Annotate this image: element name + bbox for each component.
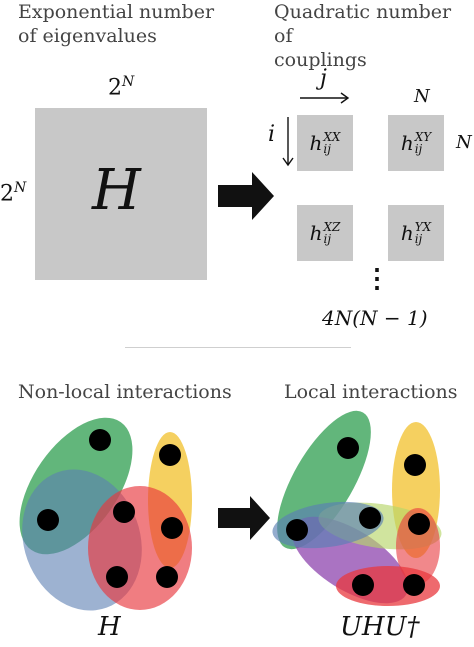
node-left-6	[106, 566, 128, 588]
node-right-1	[337, 437, 359, 459]
matrix-left-dimension: 2N	[0, 180, 26, 206]
matrix-top-dim-exp: N	[122, 74, 135, 90]
tile-xy-sub: ij	[414, 142, 423, 156]
node-right-4	[359, 507, 381, 529]
caption-couplings-line2: couplings	[274, 49, 367, 71]
caption-eigenvalues: Exponential number of eigenvalues	[18, 0, 214, 48]
vertical-ellipsis: ⋮	[364, 264, 390, 294]
node-left-5	[161, 517, 183, 539]
transform-arrow-bottom	[218, 496, 270, 540]
node-right-6	[352, 574, 374, 596]
caption-local: Local interactions	[284, 381, 458, 403]
j-label: j	[320, 66, 327, 91]
node-left-2	[159, 444, 181, 466]
hamiltonian-label: H	[92, 158, 141, 223]
tile-xx-sub: ij	[323, 142, 331, 156]
label-h-bottom: H	[98, 612, 121, 642]
matrix-top-dimension: 2N	[108, 74, 134, 100]
tile-xy-sup: XY	[414, 130, 432, 144]
tile-yx-sup: YX	[414, 220, 432, 234]
node-right-7	[403, 574, 425, 596]
caption-couplings: Quadratic number of couplings	[274, 0, 474, 72]
hamiltonian-matrix	[35, 108, 207, 280]
tile-xx-sup: XX	[323, 130, 341, 144]
matrix-left-dim-exp: N	[14, 180, 27, 196]
node-right-2	[404, 454, 426, 476]
tile-yx-base: h	[400, 221, 414, 245]
n-right-label: N	[456, 132, 472, 153]
blob-red-left	[88, 486, 192, 610]
matrix-top-dim-base: 2	[108, 75, 122, 101]
section-divider	[125, 347, 351, 348]
j-arrow-head	[340, 92, 350, 104]
caption-couplings-line1: Quadratic number of	[274, 1, 452, 47]
node-left-1	[89, 429, 111, 451]
node-left-7	[156, 566, 178, 588]
local-diagram	[272, 410, 442, 606]
tile-xx-base: h	[309, 131, 323, 155]
node-right-3	[286, 519, 308, 541]
tile-yx-sub: ij	[414, 232, 423, 246]
node-left-3	[37, 509, 59, 531]
node-right-5	[408, 513, 430, 535]
transform-arrow-top	[218, 172, 274, 220]
caption-eigenvalues-line1: Exponential number	[18, 1, 215, 23]
n-top-label: N	[414, 86, 430, 107]
caption-eigenvalues-line2: of eigenvalues	[18, 25, 157, 47]
tile-xz-sub: ij	[323, 232, 332, 246]
tile-xz-base: h	[309, 221, 323, 245]
tile-xz-sup: XZ	[323, 220, 341, 234]
coupling-count: 4N(N − 1)	[322, 306, 428, 330]
node-left-4	[113, 501, 135, 523]
matrix-left-dim-base: 2	[0, 181, 14, 207]
label-uhu-dagger: UHU†	[340, 612, 420, 642]
non-local-diagram	[19, 417, 192, 611]
i-label: i	[268, 122, 276, 147]
caption-non-local: Non-local interactions	[18, 381, 232, 403]
i-arrow-head	[282, 157, 294, 167]
tile-xy-base: h	[400, 131, 414, 155]
